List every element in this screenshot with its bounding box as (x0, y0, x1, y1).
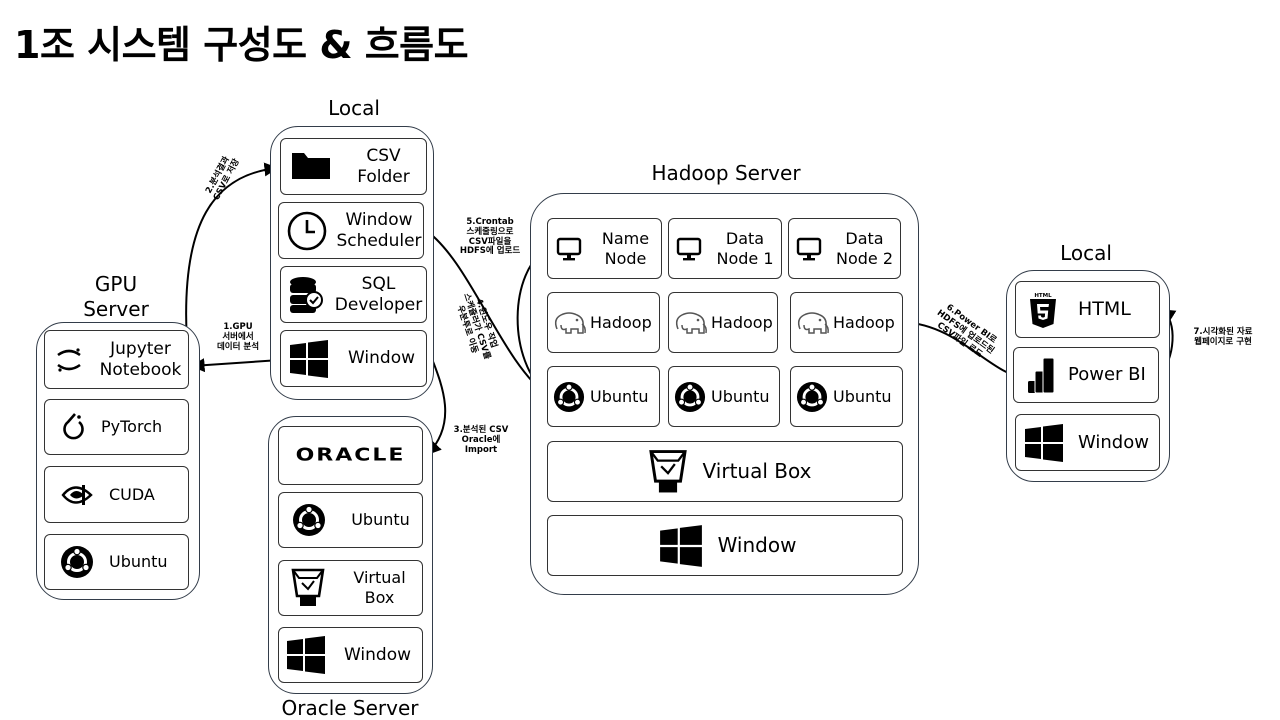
powerbi-label: Power BI (1068, 364, 1146, 386)
name-node-box: Name Node (547, 218, 662, 279)
oracle-logo: ORACLE (295, 445, 406, 466)
database-icon (281, 276, 331, 314)
local-right-window-box: Window (1015, 414, 1160, 471)
data-node-2-label: Data Node 2 (835, 228, 894, 268)
hadoop-ubuntu-label-2: Ubuntu (711, 386, 770, 406)
hadoop-elephant-icon (791, 309, 833, 337)
oracle-logo-box: ORACLE (278, 426, 423, 485)
hadoop-ubuntu-box-2: Ubuntu (668, 366, 780, 427)
local-window-box: Window (280, 330, 427, 387)
hadoop-ubuntu-box-1: Ubuntu (547, 366, 660, 427)
hadoop-ubuntu-label-3: Ubuntu (833, 386, 892, 406)
local-right-title: Local (1060, 241, 1112, 265)
oracle-window-box: Window (278, 627, 423, 683)
html-label: HTML (1078, 297, 1131, 320)
name-node-label: Name Node (601, 228, 650, 268)
csv-folder-box: CSV Folder (280, 138, 427, 195)
monitor-icon (789, 237, 829, 261)
hadoop-virtualbox-box: Virtual Box (547, 441, 903, 502)
hadoop-label-2: Hadoop (711, 312, 773, 332)
jupyter-icon (45, 345, 93, 375)
cuda-label: CUDA (109, 484, 155, 504)
page-title: 1조 시스템 구성도 & 흐름도 (14, 23, 469, 67)
html5-icon: HTML (1016, 291, 1070, 329)
gpu-server-title: GPU Server (83, 272, 149, 321)
hadoop-virtualbox-label: Virtual Box (702, 459, 812, 484)
local-right-window-label: Window (1078, 431, 1149, 453)
hadoop-ubuntu-box-3: Ubuntu (790, 366, 903, 427)
hadoop-elephant-icon (669, 309, 711, 337)
local-top-title: Local (328, 96, 380, 120)
hadoop-window-box: Window (547, 515, 903, 576)
virtualbox-icon (639, 447, 697, 497)
step-5-annotation: 5.Crontab 스케줄링으로 CSV파일을 HDFS에 업로드 (459, 217, 521, 257)
local-window-label: Window (347, 348, 416, 369)
sql-developer-label: SQL Developer (334, 273, 423, 315)
ubuntu-icon (791, 381, 833, 413)
flow-gpu-to-csv (185, 162, 279, 344)
ubuntu-icon (548, 381, 590, 413)
gpu-ubuntu-label: Ubuntu (109, 552, 168, 572)
hadoop-window-label: Window (717, 533, 797, 558)
oracle-virtualbox-label: Virtual Box (353, 568, 406, 607)
oracle-ubuntu-box: Ubuntu (278, 492, 423, 548)
hadoop-label-1: Hadoop (590, 312, 652, 332)
pytorch-icon (45, 411, 101, 443)
hadoop-label-3: Hadoop (833, 312, 895, 332)
jupyter-notebook-label: Jupyter Notebook (99, 338, 182, 380)
data-node-1-box: Data Node 1 (668, 218, 782, 279)
hadoop-box-1: Hadoop (547, 292, 660, 353)
hadoop-server-title: Hadoop Server (651, 161, 801, 185)
svg-text:HTML: HTML (1034, 293, 1052, 299)
clock-icon (279, 210, 335, 252)
folder-icon (281, 139, 341, 181)
data-node-1-label: Data Node 1 (716, 228, 774, 268)
cuda-box: CUDA (44, 466, 189, 523)
windows-icon (1016, 423, 1072, 463)
oracle-ubuntu-label: Ubuntu (351, 510, 410, 530)
oracle-server-title: Oracle Server (281, 696, 419, 720)
hadoop-elephant-icon (548, 309, 590, 337)
windows-icon (279, 635, 333, 675)
html-box: HTML HTML (1015, 281, 1160, 338)
hadoop-box-2: Hadoop (668, 292, 778, 353)
data-node-2-box: Data Node 2 (788, 218, 901, 279)
virtualbox-icon (279, 566, 337, 610)
hadoop-ubuntu-label-1: Ubuntu (590, 386, 649, 406)
ubuntu-icon (279, 503, 339, 537)
gpu-ubuntu-box: Ubuntu (44, 534, 189, 590)
monitor-icon (669, 237, 709, 261)
hadoop-box-3: Hadoop (790, 292, 903, 353)
nvidia-icon (45, 482, 109, 508)
window-scheduler-box: Window Scheduler (278, 202, 424, 259)
flow-window-to-jupyter (190, 358, 281, 373)
oracle-window-label: Window (343, 644, 412, 665)
ubuntu-icon (45, 545, 109, 579)
csv-folder-label: CSV Folder (357, 145, 410, 187)
sql-developer-box: SQL Developer (280, 266, 427, 323)
window-scheduler-label: Window Scheduler (336, 209, 422, 251)
windows-icon (654, 524, 708, 568)
oracle-virtualbox-box: Virtual Box (278, 560, 423, 616)
jupyter-notebook-box: Jupyter Notebook (44, 330, 189, 389)
monitor-icon (548, 237, 590, 261)
step-3-annotation: 3.분석된 CSV Oracle에 Import (453, 425, 509, 455)
pytorch-box: PyTorch (44, 399, 189, 455)
step-1-annotation: 1.GPU 서버에서 데이터 분석 (216, 322, 260, 352)
ubuntu-icon (669, 381, 711, 413)
step-7-annotation: 7.시각화된 자료 웹페이지로 구현 (1193, 327, 1253, 347)
powerbi-box: Power BI (1013, 347, 1159, 403)
windows-icon (281, 339, 337, 379)
pytorch-label: PyTorch (101, 417, 163, 437)
powerbi-icon (1014, 355, 1068, 395)
